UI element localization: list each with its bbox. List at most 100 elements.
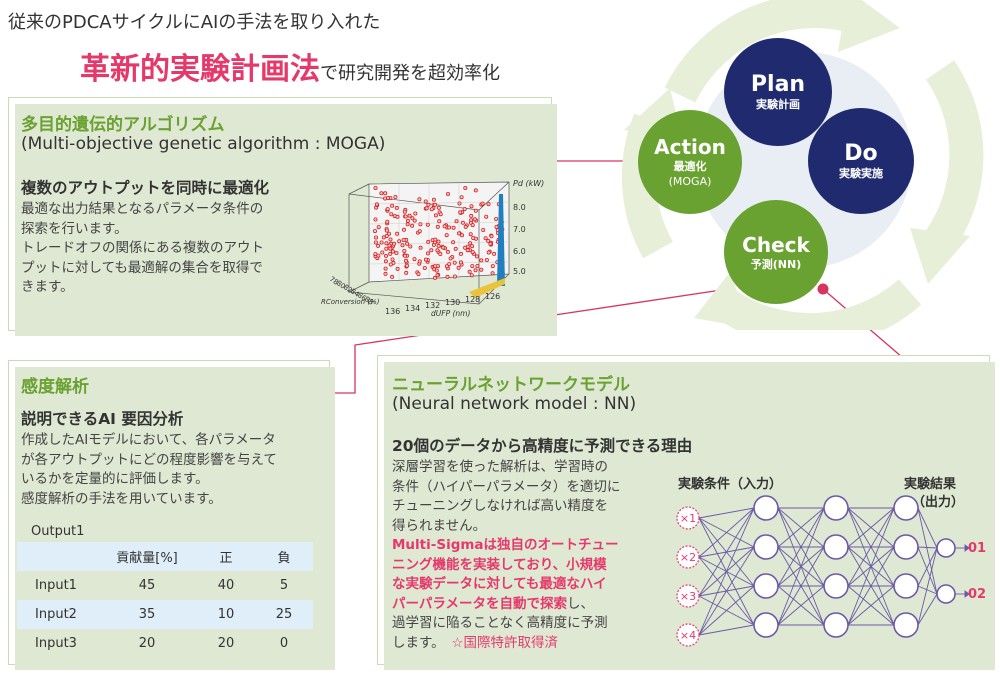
scatter-point [479,258,484,263]
nn-edge [917,507,938,595]
scatter-point [490,271,495,276]
scatter-point [405,218,410,223]
scatter-point [445,249,450,254]
scatter-point [438,212,443,217]
scatter-point [489,234,494,239]
scatter-point [454,219,459,224]
nn-arrowhead [964,544,970,552]
scatter-point [402,227,407,232]
z-axis-label: Pd (kW) [513,179,544,188]
nn-edge [917,546,938,595]
scatter-point [373,229,378,234]
scatter-point [435,224,440,229]
svg-text:82: 82 [342,283,354,295]
nn-edge [698,624,755,636]
scatter-point [417,259,422,264]
scatter-point [418,222,423,227]
scatter-point [405,263,410,268]
scatter-point [383,271,388,276]
nn-node [893,612,919,638]
scatter-point [473,188,478,193]
nn-node [753,573,779,599]
scatter-point [373,252,378,257]
scatter-point [373,217,378,222]
scatter-point [451,225,456,230]
nn-output-2: 02 [968,587,986,602]
svg-text:6.0: 6.0 [513,247,526,256]
nn-edge [847,585,895,626]
scatter-point [390,257,395,262]
scatter-point [441,245,446,250]
nn-input-2: ×2 [680,551,696,564]
nn-edge [917,546,938,549]
headline-line1: 従来のPDCAサイクルにAIの手法を取り入れた [8,12,381,33]
scatter-point [467,269,472,274]
nn-edge [847,507,895,626]
scatter-point [390,203,395,208]
svg-text:84: 84 [349,287,361,299]
scatter-point [423,257,428,262]
scatter-point [458,251,463,256]
table-row: Input1 45 40 5 [35,578,289,593]
scatter-point [403,214,408,219]
scatter-point [481,228,486,233]
scatter-point [463,185,468,190]
scatter-point [488,241,493,246]
scatter-point [494,217,499,222]
nn-input-node [676,584,700,608]
scatter-point [433,202,438,207]
scatter-point [459,195,464,200]
nn-edge [917,585,938,595]
scatter-point [444,233,449,238]
scatter-point [386,195,391,200]
nn-diagram: 実験条件（入力） 実験結果 （出力） 01 02 ×1 ×2 ×3 ×4 [676,476,986,647]
scatter-point [436,205,441,210]
action-sub1: 最適化 [673,160,707,173]
scatter-point [408,244,413,249]
nn-edge [698,507,755,636]
scatter-point [435,248,440,253]
scatter-point [457,201,462,206]
scatter-point [395,266,400,271]
nn-node [936,584,956,604]
svg-text:126: 126 [485,292,500,301]
scatter-point [417,197,422,202]
nn-edge [847,507,895,587]
scatter-point [384,246,389,251]
scatter-point [412,218,417,223]
nn-node [823,573,849,599]
nn-input-node [676,623,700,647]
scatter-point [442,224,447,229]
svg-text:134: 134 [405,304,420,313]
scatter-point [429,207,434,212]
scatter-point [388,262,393,267]
scatter-point [405,222,410,227]
plan-circle: Plan 実験計画 [724,38,832,146]
scatter-point [456,265,461,270]
svg-text:86: 86 [356,291,368,303]
scatter-point [389,212,394,217]
scatter-point [458,210,463,215]
scatter-point [385,219,390,224]
scatter-point [416,272,421,277]
svg-text:78: 78 [328,275,340,287]
scatter-point [435,273,440,278]
patent-note: ☆国際特許取得済 [451,634,559,651]
scatter-point [390,274,395,279]
nn-arrowhead [964,590,970,598]
scatter-point [373,185,378,190]
sensitivity-body: 作成したAIモデルにおいて、各パラメータ が各アウトプットにどの程度影響を与えて… [21,432,277,507]
table-row: Input3 20 20 0 [35,636,289,651]
scatter-point [376,225,381,230]
scatter-point [468,232,473,237]
scatter-point [381,235,386,240]
scatter-point [474,254,479,259]
scatter-point [436,239,441,244]
svg-text:5.0: 5.0 [513,267,526,276]
scatter-point [484,258,489,263]
table-caption: Output1 [31,524,85,539]
nn-output-label2: （出力） [912,494,964,510]
action-circle: Action 最適化 (MOGA) [638,110,742,214]
moga-body: 最適な出力結果となるパラメータ条件の 探索を行います。 トレードオフの関係にある… [21,201,264,295]
scatter-point [437,219,442,224]
